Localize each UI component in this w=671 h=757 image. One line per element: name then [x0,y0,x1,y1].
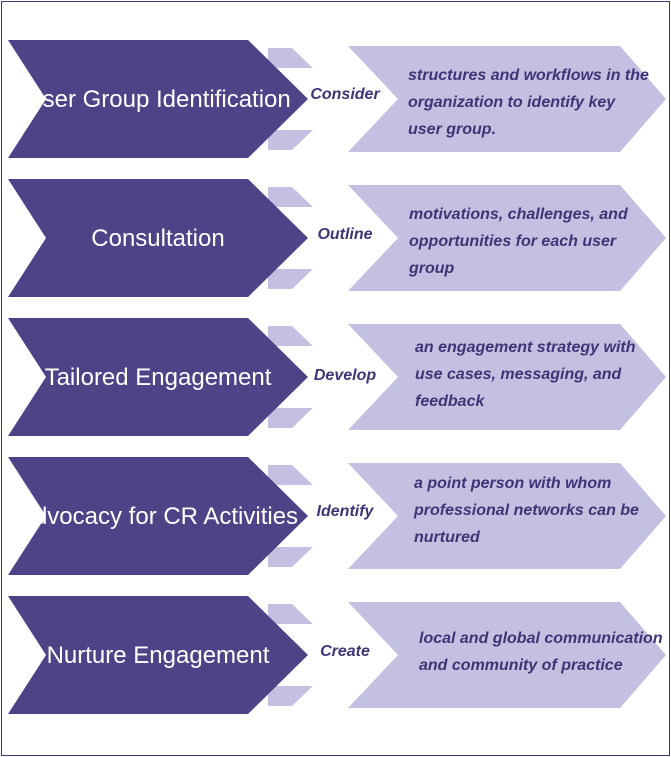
step-row [8,596,666,714]
description-chevron [348,602,666,708]
title-chevron [8,457,308,575]
step-row [8,318,666,436]
step-row [8,179,666,297]
title-chevron [8,179,308,297]
description-chevron [348,46,666,152]
step-row [8,40,666,158]
description-chevron [348,463,666,569]
title-chevron [8,40,308,158]
step-row [8,457,666,575]
title-chevron [8,318,308,436]
title-chevron [8,596,308,714]
description-chevron [348,324,666,430]
description-chevron [348,185,666,291]
